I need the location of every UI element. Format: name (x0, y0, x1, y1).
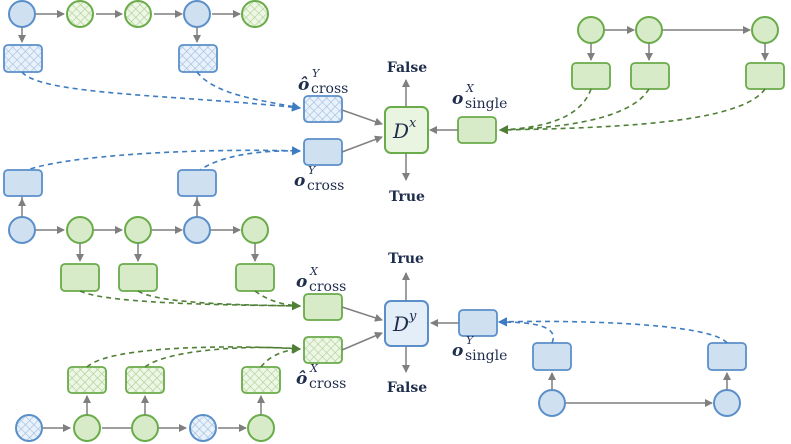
discriminator-y-label: D y (392, 309, 417, 336)
middle-chain (3, 169, 275, 292)
svg-text:o: o (452, 341, 463, 361)
svg-text:cross: cross (311, 81, 348, 97)
blue-node (8, 0, 36, 28)
svg-text:D: D (392, 312, 409, 336)
blue-hatched-output-box (178, 44, 218, 73)
hat-o-cross-box (303, 336, 343, 364)
svg-text:x: x (409, 116, 417, 131)
svg-text:Y: Y (308, 164, 317, 177)
svg-text:y: y (408, 309, 417, 324)
label-top-hat-o-cross: ô Y cross (298, 67, 348, 97)
top-dashed-arrows (21, 71, 766, 173)
green-hatched-node (124, 0, 152, 28)
bottom-dashed-arrows (79, 290, 728, 368)
blue-node (183, 0, 211, 28)
discriminator-x-label: D x (392, 116, 417, 143)
o-cross-box (303, 138, 343, 166)
label-bottom-o-single: o Y single (452, 334, 507, 364)
top-true-label: True (389, 189, 425, 205)
svg-text:Y: Y (312, 67, 321, 80)
bottom-true-label: True (388, 251, 424, 267)
green-hatched-node (66, 0, 94, 28)
svg-text:o: o (294, 171, 305, 191)
svg-text:ô: ô (296, 369, 307, 389)
svg-text:cross: cross (307, 178, 344, 194)
label-top-o-cross: o Y cross (294, 164, 344, 194)
label-top-o-single: o X single (452, 82, 507, 112)
o-single-box (458, 309, 498, 337)
svg-text:o: o (296, 272, 307, 292)
o-single-box (457, 116, 497, 144)
top-right-chain (571, 16, 785, 90)
bottom-false-label: False (387, 380, 427, 396)
bottom-right-chain (532, 342, 747, 417)
bottom-discriminator-group (303, 272, 498, 373)
svg-text:ô: ô (298, 75, 309, 95)
svg-text:X: X (465, 82, 475, 95)
svg-text:single: single (465, 96, 507, 112)
label-bottom-hat-o-cross: ô X cross (296, 362, 346, 392)
svg-text:cross: cross (309, 279, 346, 295)
hat-o-cross-box (303, 95, 343, 123)
svg-text:D: D (392, 119, 409, 143)
svg-text:X: X (309, 265, 319, 278)
svg-text:Y: Y (466, 334, 475, 347)
top-false-label: False (387, 60, 427, 76)
top-left-chain (3, 0, 269, 73)
green-hatched-node (241, 0, 269, 28)
bottom-left-chain (15, 366, 281, 442)
blue-hatched-output-box (3, 44, 43, 73)
svg-text:o: o (452, 89, 463, 109)
svg-text:single: single (465, 348, 507, 364)
svg-text:X: X (309, 362, 319, 375)
label-bottom-o-cross: o X cross (296, 265, 346, 295)
top-discriminator-group (303, 79, 497, 181)
o-cross-box (303, 293, 343, 321)
svg-text:cross: cross (309, 376, 346, 392)
